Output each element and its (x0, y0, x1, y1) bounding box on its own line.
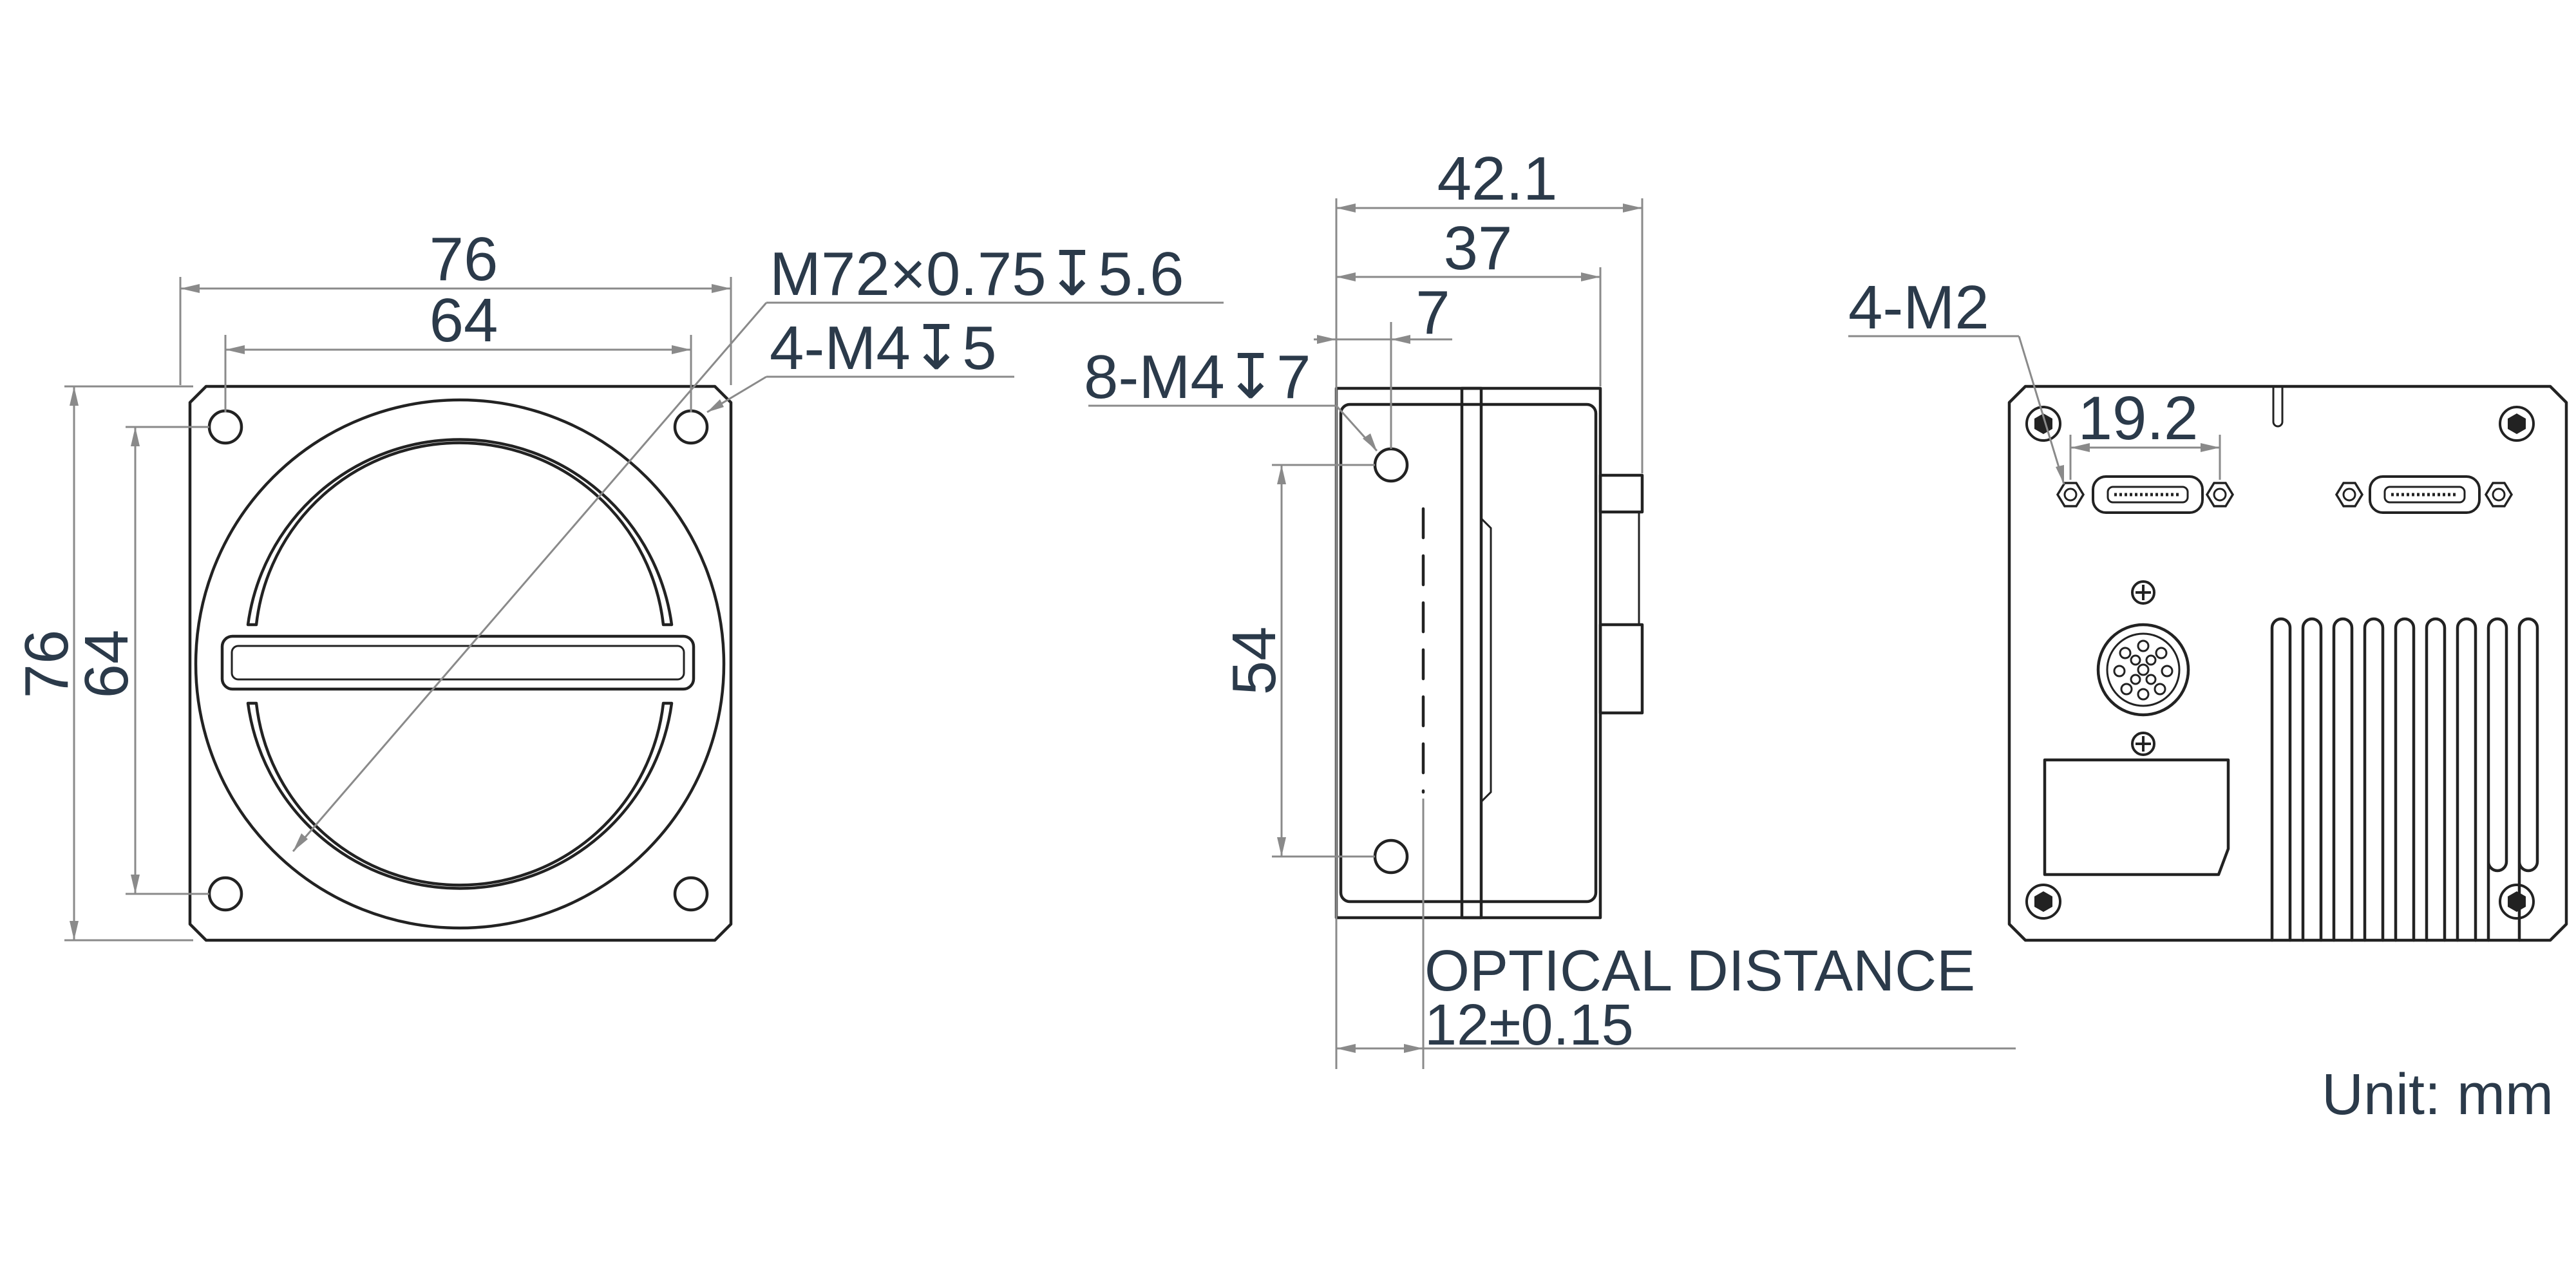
optical-distance-value: 12±0.15 (1425, 993, 1634, 1057)
rear-connector-left (2093, 477, 2202, 513)
mount-hole-tl (207, 409, 243, 445)
mount-hole-br (673, 876, 709, 912)
height-inner-label: 64 (72, 630, 141, 699)
rear-screw-br (2499, 884, 2535, 920)
connector-screw-spacing-label: 19.2 (2078, 384, 2199, 453)
side-connector-top (1598, 473, 1644, 514)
lens-mount-thread-label: M72×0.75↧5.6 (770, 240, 1184, 308)
rear-connector-right (2370, 477, 2479, 513)
connector-screws-label: 4-M2 (1848, 273, 1989, 342)
lens-mount-ring (194, 398, 726, 930)
mount-slot-top (246, 438, 674, 627)
rear-led-top (2131, 580, 2155, 605)
side-hole-top (1373, 447, 1409, 483)
depth-total-label: 42.1 (1437, 144, 1558, 213)
height-outer-label: 76 (12, 630, 81, 699)
front-view: 76 64 76 64 M72×0.75↧5.6 4-M4↧5 (12, 225, 1224, 942)
mount-hole-tr (673, 409, 709, 445)
rear-heat-sink-fins (2270, 617, 2539, 942)
width-outer-label: 76 (430, 225, 498, 294)
rear-screw-bl (2025, 884, 2061, 920)
side-flange (1460, 386, 1483, 920)
side-connector-bottom (1598, 623, 1644, 715)
depth-body-label: 37 (1444, 214, 1513, 283)
rear-screw-tr (2499, 406, 2535, 442)
mount-slot-bottom (246, 701, 674, 890)
unit-note: Unit: mm (2322, 1063, 2553, 1127)
hole-spacing-label: 54 (1220, 627, 1289, 696)
mount-holes-label: 4-M4↧5 (770, 314, 997, 383)
width-inner-label: 64 (430, 286, 498, 355)
mount-bar (220, 634, 696, 691)
side-view: 42.1 37 7 8-M4↧7 54 OPTICAL DISTANCE 12±… (1084, 144, 2016, 1069)
mount-hole-bl (207, 876, 243, 912)
side-holes-label: 8-M4↧7 (1084, 343, 1311, 412)
rear-power-io-port (2096, 623, 2190, 717)
front-plate-outline (188, 384, 733, 942)
rear-led-bottom (2131, 732, 2155, 756)
rear-screw-tl (2025, 406, 2061, 442)
rear-view: 4-M2 19.2 (1848, 273, 2568, 942)
thread-leader-line (292, 302, 768, 852)
rear-label-plate (2043, 758, 2230, 876)
rear-panel-outline (2007, 384, 2568, 942)
optical-distance-label: OPTICAL DISTANCE (1425, 939, 1975, 1003)
hole-offset-label: 7 (1416, 278, 1450, 347)
side-hole-bottom (1373, 838, 1409, 875)
